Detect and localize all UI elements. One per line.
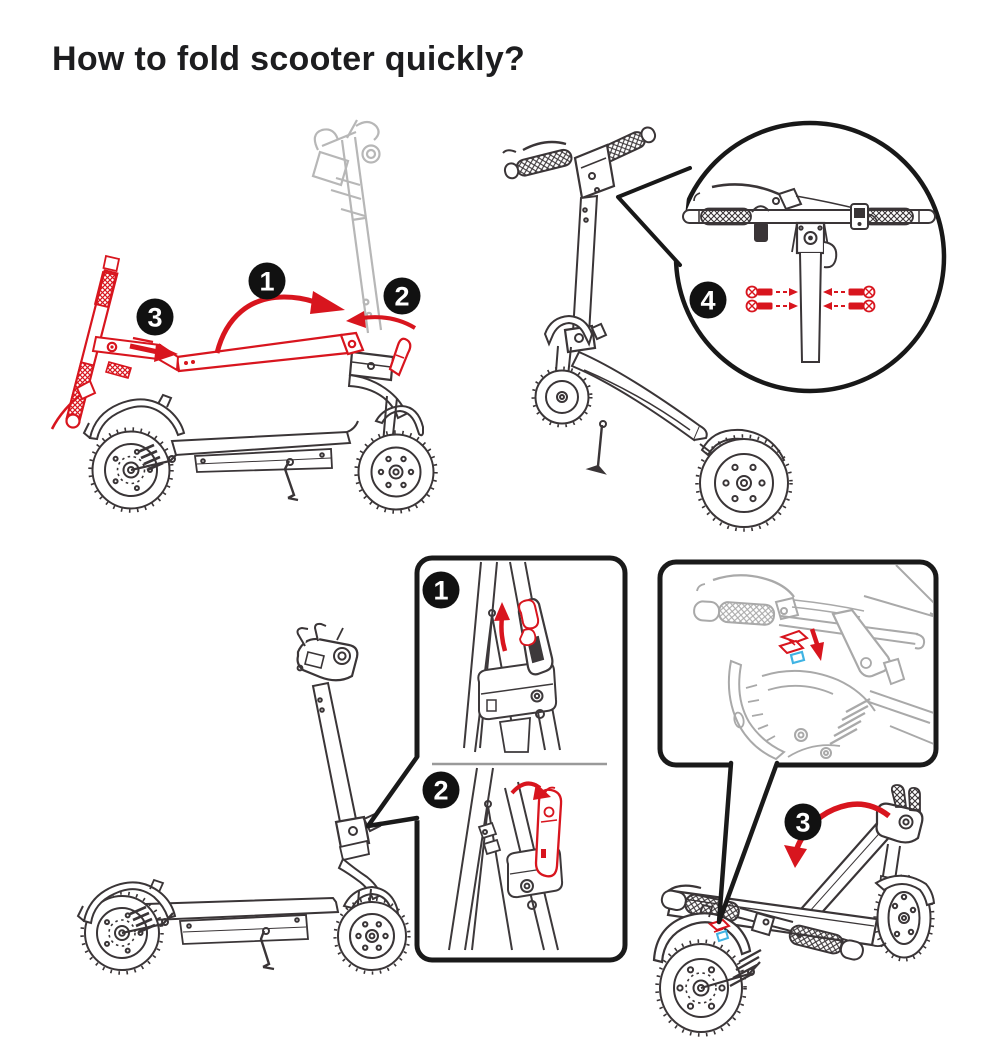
lift-safety-hook-arrow-icon: [494, 599, 540, 652]
svg-text:3: 3: [147, 303, 162, 333]
step-badge-3-bottom: 3: [784, 803, 822, 841]
panel-step-badge-1: 1: [422, 571, 460, 609]
hook-panel-and-folded-scooter: 3: [652, 559, 939, 1037]
down-arrow-icon: [809, 628, 824, 661]
step-badge-3: 3: [136, 298, 174, 336]
folding-latch-detail-panel: 1 2: [365, 555, 628, 963]
page-title: How to fold scooter quickly?: [52, 40, 526, 78]
open-lever-arrow-icon: [510, 781, 563, 878]
scooter-body: [82, 350, 438, 514]
step-badge-4: 4: [689, 281, 727, 319]
blue-bracket-icon: [789, 650, 806, 665]
svg-text:4: 4: [700, 286, 715, 316]
large-fold-arrow-icon: [784, 801, 891, 868]
upright-scooter-side-view: [76, 622, 411, 975]
ghost-stem-icon: [311, 119, 383, 334]
slide-right-arrow-icon: [129, 336, 178, 362]
panel-step-badge-2: 2: [422, 771, 460, 809]
svg-text:3: 3: [795, 808, 810, 838]
hook-closeup-gray: [693, 565, 933, 761]
panel-pointer-tail: [365, 754, 421, 829]
svg-text:2: 2: [394, 282, 409, 312]
fold-sequence-side-view: 1 2 3: [50, 119, 438, 514]
scooter-three-quarter: [502, 126, 793, 532]
panel-pointer-tail: [716, 760, 780, 925]
callout-circle: [616, 120, 947, 394]
folded-stem-red: [50, 254, 412, 430]
handlebar-closeup: [682, 183, 936, 363]
curved-fold-arrow-icon: [214, 291, 345, 354]
handlebar-screw-callout: 4: [502, 120, 947, 532]
step-badge-1: 1: [248, 262, 286, 300]
step-badge-2: 2: [383, 277, 421, 315]
svg-text:1: 1: [433, 576, 448, 606]
red-hook-icon: [778, 629, 809, 655]
svg-text:2: 2: [433, 776, 448, 806]
svg-text:1: 1: [259, 267, 274, 297]
screws-with-dashed-arrows-icon: [745, 285, 876, 313]
small-curved-arrow-icon: [346, 311, 417, 330]
